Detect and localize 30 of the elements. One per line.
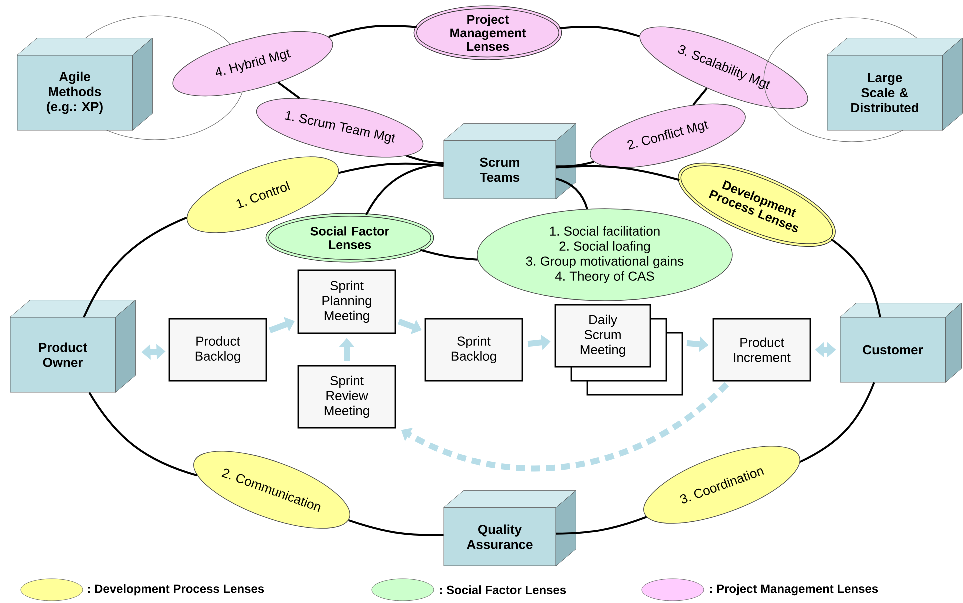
ring-line bbox=[406, 155, 444, 164]
legend-label: : Project Management Lenses bbox=[710, 584, 878, 596]
cube-box: Scrum Teams bbox=[444, 124, 576, 200]
ring-line bbox=[556, 516, 648, 535]
process-box: Product Increment bbox=[712, 318, 812, 382]
process-box: Sprint Backlog bbox=[424, 318, 524, 382]
cube-box: Quality Assurance bbox=[444, 490, 576, 566]
ring-line bbox=[556, 161, 594, 168]
ring-line bbox=[366, 163, 444, 216]
ring-line bbox=[800, 382, 876, 464]
ring-line bbox=[556, 178, 588, 210]
ring-line bbox=[692, 88, 708, 106]
process-box: Sprint Planning Meeting bbox=[298, 270, 396, 334]
ring-line bbox=[556, 165, 680, 182]
ring-line bbox=[88, 392, 198, 477]
ring-line bbox=[348, 520, 444, 536]
ring-line bbox=[560, 26, 640, 38]
ring-line bbox=[83, 216, 188, 318]
cube-box: Customer bbox=[840, 303, 962, 383]
ring-line bbox=[328, 24, 417, 38]
process-box: Sprint Review Meeting bbox=[298, 365, 396, 429]
cube-box: Product Owner bbox=[10, 300, 136, 393]
legend-label: : Development Process Lenses bbox=[88, 584, 264, 596]
ring-line bbox=[278, 82, 300, 100]
ring-line bbox=[420, 249, 478, 261]
ring-line bbox=[338, 162, 444, 174]
ring-line bbox=[830, 238, 882, 318]
legend-label: : Social Factor Lenses bbox=[440, 586, 566, 594]
stacked-process-box: Daily Scrum Meeting bbox=[554, 304, 684, 396]
process-box: Product Backlog bbox=[168, 318, 268, 382]
